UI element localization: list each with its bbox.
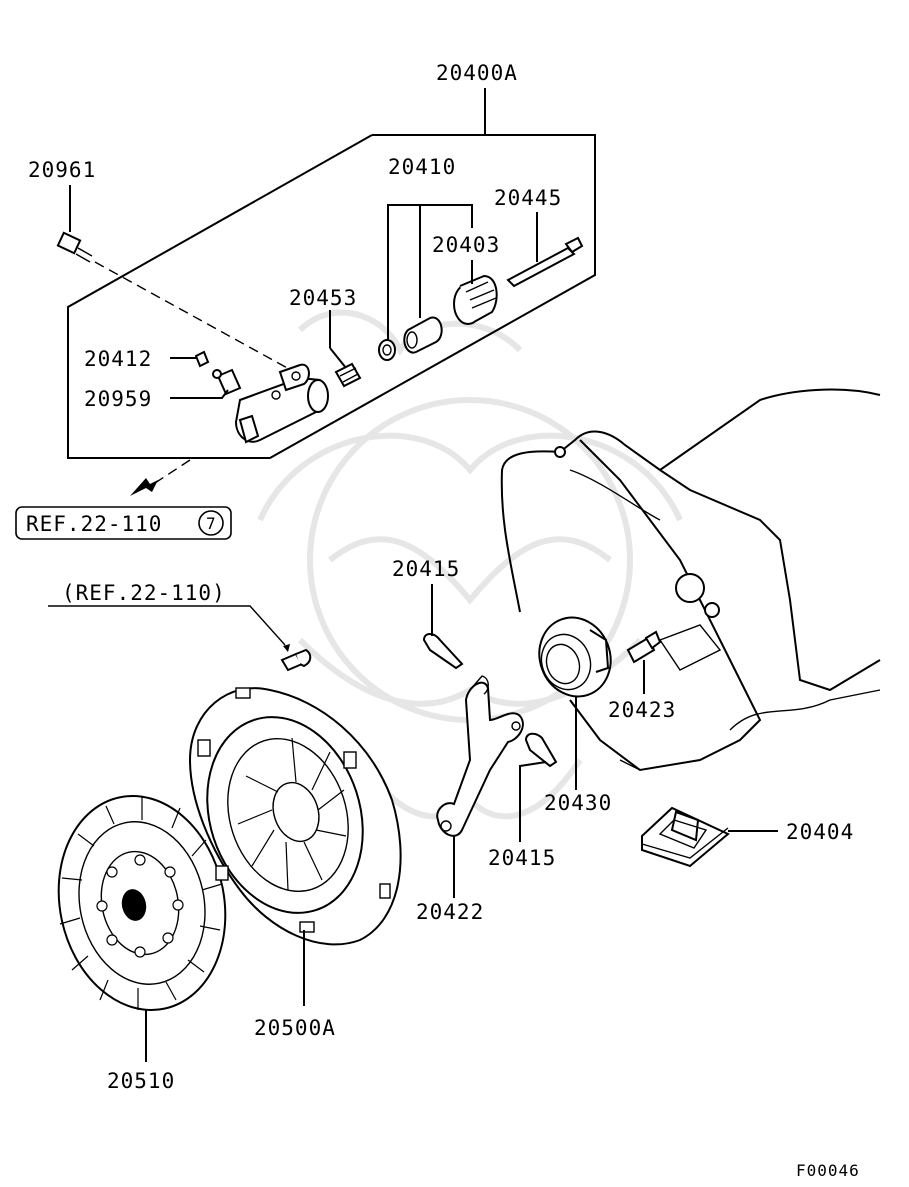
label-spring: 20453 (289, 286, 357, 310)
clutch-disc-20510 (57, 794, 227, 1062)
label-stud: 20423 (608, 698, 676, 722)
label-assembly: 20400A (436, 61, 518, 85)
label-bolt-top: 20961 (28, 158, 96, 182)
figure-id: F00046 (796, 1161, 860, 1180)
boot-20403 (453, 260, 498, 325)
fork-boot-20404 (641, 806, 778, 868)
rod-20445 (506, 212, 584, 288)
assembly-outline (67, 88, 596, 459)
spring-20453 (329, 310, 362, 388)
fork-spring-bottom-20415 (519, 732, 558, 842)
bleeder-cap-20412 (170, 350, 210, 368)
release-cylinder (234, 363, 329, 444)
label-fork-spring-bottom: 20415 (488, 846, 556, 870)
fork-spring-top-20415 (422, 584, 464, 670)
ref-paren-text: (REF.22-110) (62, 581, 226, 605)
ref-bolt (48, 605, 312, 672)
label-fork: 20422 (416, 900, 484, 924)
bolt-20961 (56, 185, 93, 263)
ref-arrow (130, 459, 191, 496)
stud-20423 (626, 630, 662, 694)
kit-20410 (378, 204, 473, 361)
transmission-housing (500, 388, 881, 772)
ref-boxed-circled-number: 7 (206, 514, 217, 533)
label-boot-cyl: 20403 (432, 233, 500, 257)
ref-boxed: REF.22-110 7 (15, 506, 232, 540)
label-cover: 20500A (254, 1016, 336, 1040)
label-bleeder: 20959 (84, 387, 152, 411)
release-bearing-20430 (538, 616, 612, 790)
ref-boxed-text: REF.22-110 (26, 512, 162, 536)
label-disc: 20510 (107, 1069, 175, 1093)
label-kit: 20410 (388, 155, 456, 179)
clutch-cover-20500A (188, 687, 402, 1006)
label-bearing: 20430 (544, 791, 612, 815)
release-fork-20422 (436, 675, 524, 898)
label-rod: 20445 (494, 186, 562, 210)
label-fork-spring-top: 20415 (392, 557, 460, 581)
label-fork-boot: 20404 (786, 820, 854, 844)
label-bleeder-cap: 20412 (84, 347, 152, 371)
bleeder-20959 (170, 368, 242, 399)
